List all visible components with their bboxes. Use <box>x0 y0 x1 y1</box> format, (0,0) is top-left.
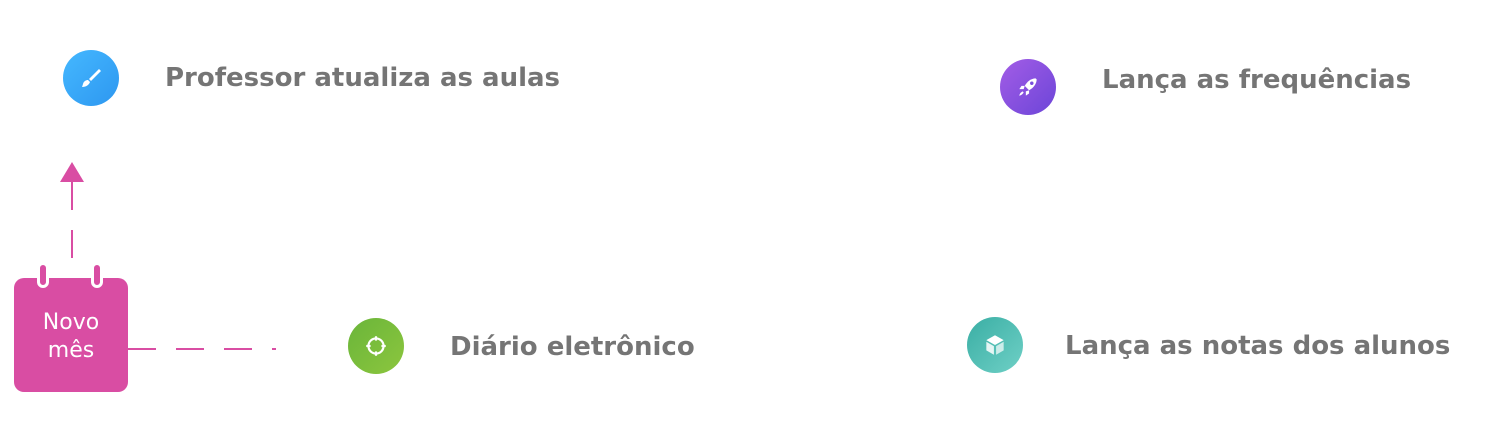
target-icon <box>348 318 404 374</box>
start-node-line2: mês <box>47 338 95 363</box>
calendar-ring-left <box>37 262 49 288</box>
step-label-diario-eletronico: Diário eletrônico <box>450 332 695 362</box>
start-node-line1: Novo <box>42 310 100 335</box>
step-label-professor-atualiza: Professor atualiza as aulas <box>165 63 561 93</box>
step-label-lanca-notas: Lança as notas dos alunos <box>1065 331 1451 361</box>
rocket-icon <box>1000 59 1056 115</box>
calendar-icon: Novo mês <box>14 262 128 392</box>
step-label-lanca-frequencias: Lança as frequências <box>1102 65 1412 95</box>
connector-arrowhead <box>60 162 84 182</box>
cube-icon <box>967 317 1023 373</box>
start-node-label: Novo mês <box>14 309 128 365</box>
calendar-ring-right <box>91 262 103 288</box>
brush-icon <box>63 50 119 106</box>
